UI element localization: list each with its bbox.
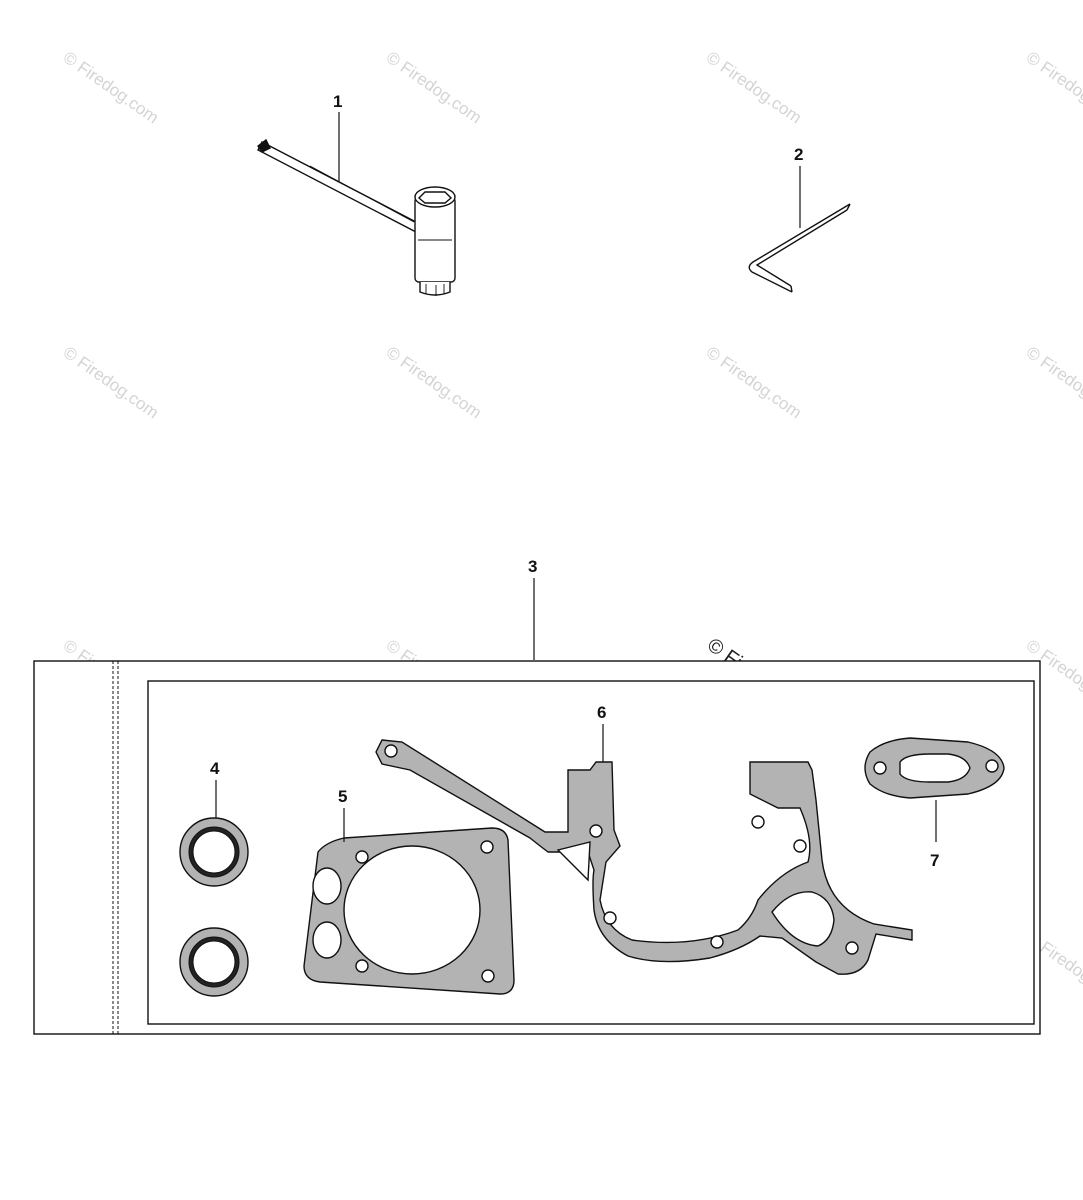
callout-7: 7 (930, 851, 939, 870)
part-6-crankcase-gasket (375, 739, 913, 975)
part-4-seal-rings (179, 817, 249, 997)
watermark-text: © Firedog.com (60, 343, 162, 423)
callout-5: 5 (338, 787, 347, 806)
callout-4: 4 (210, 759, 220, 778)
part-1-socket-wrench (257, 138, 456, 296)
part-7-muffler-gasket (864, 737, 1005, 799)
watermark-text: © Firedog.com (703, 48, 805, 128)
callout-3: 3 (528, 557, 537, 576)
watermark-text: © Firedog.com (703, 343, 805, 423)
watermark-text: © Firedog.com (383, 48, 485, 128)
watermark-text: © Firedog.com (1023, 343, 1083, 423)
watermark-text: © Firedog.com (60, 48, 162, 128)
callout-1: 1 (333, 92, 342, 111)
part-5-cylinder-gasket (303, 827, 515, 995)
part-2-hex-key (748, 203, 851, 293)
part-3-gasket-kit-package (33, 660, 1041, 1035)
callout-2: 2 (794, 145, 803, 164)
watermark-text: © Firedog.com (1023, 48, 1083, 128)
watermark-text: © Firedog.com (383, 343, 485, 423)
callout-6: 6 (597, 703, 606, 722)
